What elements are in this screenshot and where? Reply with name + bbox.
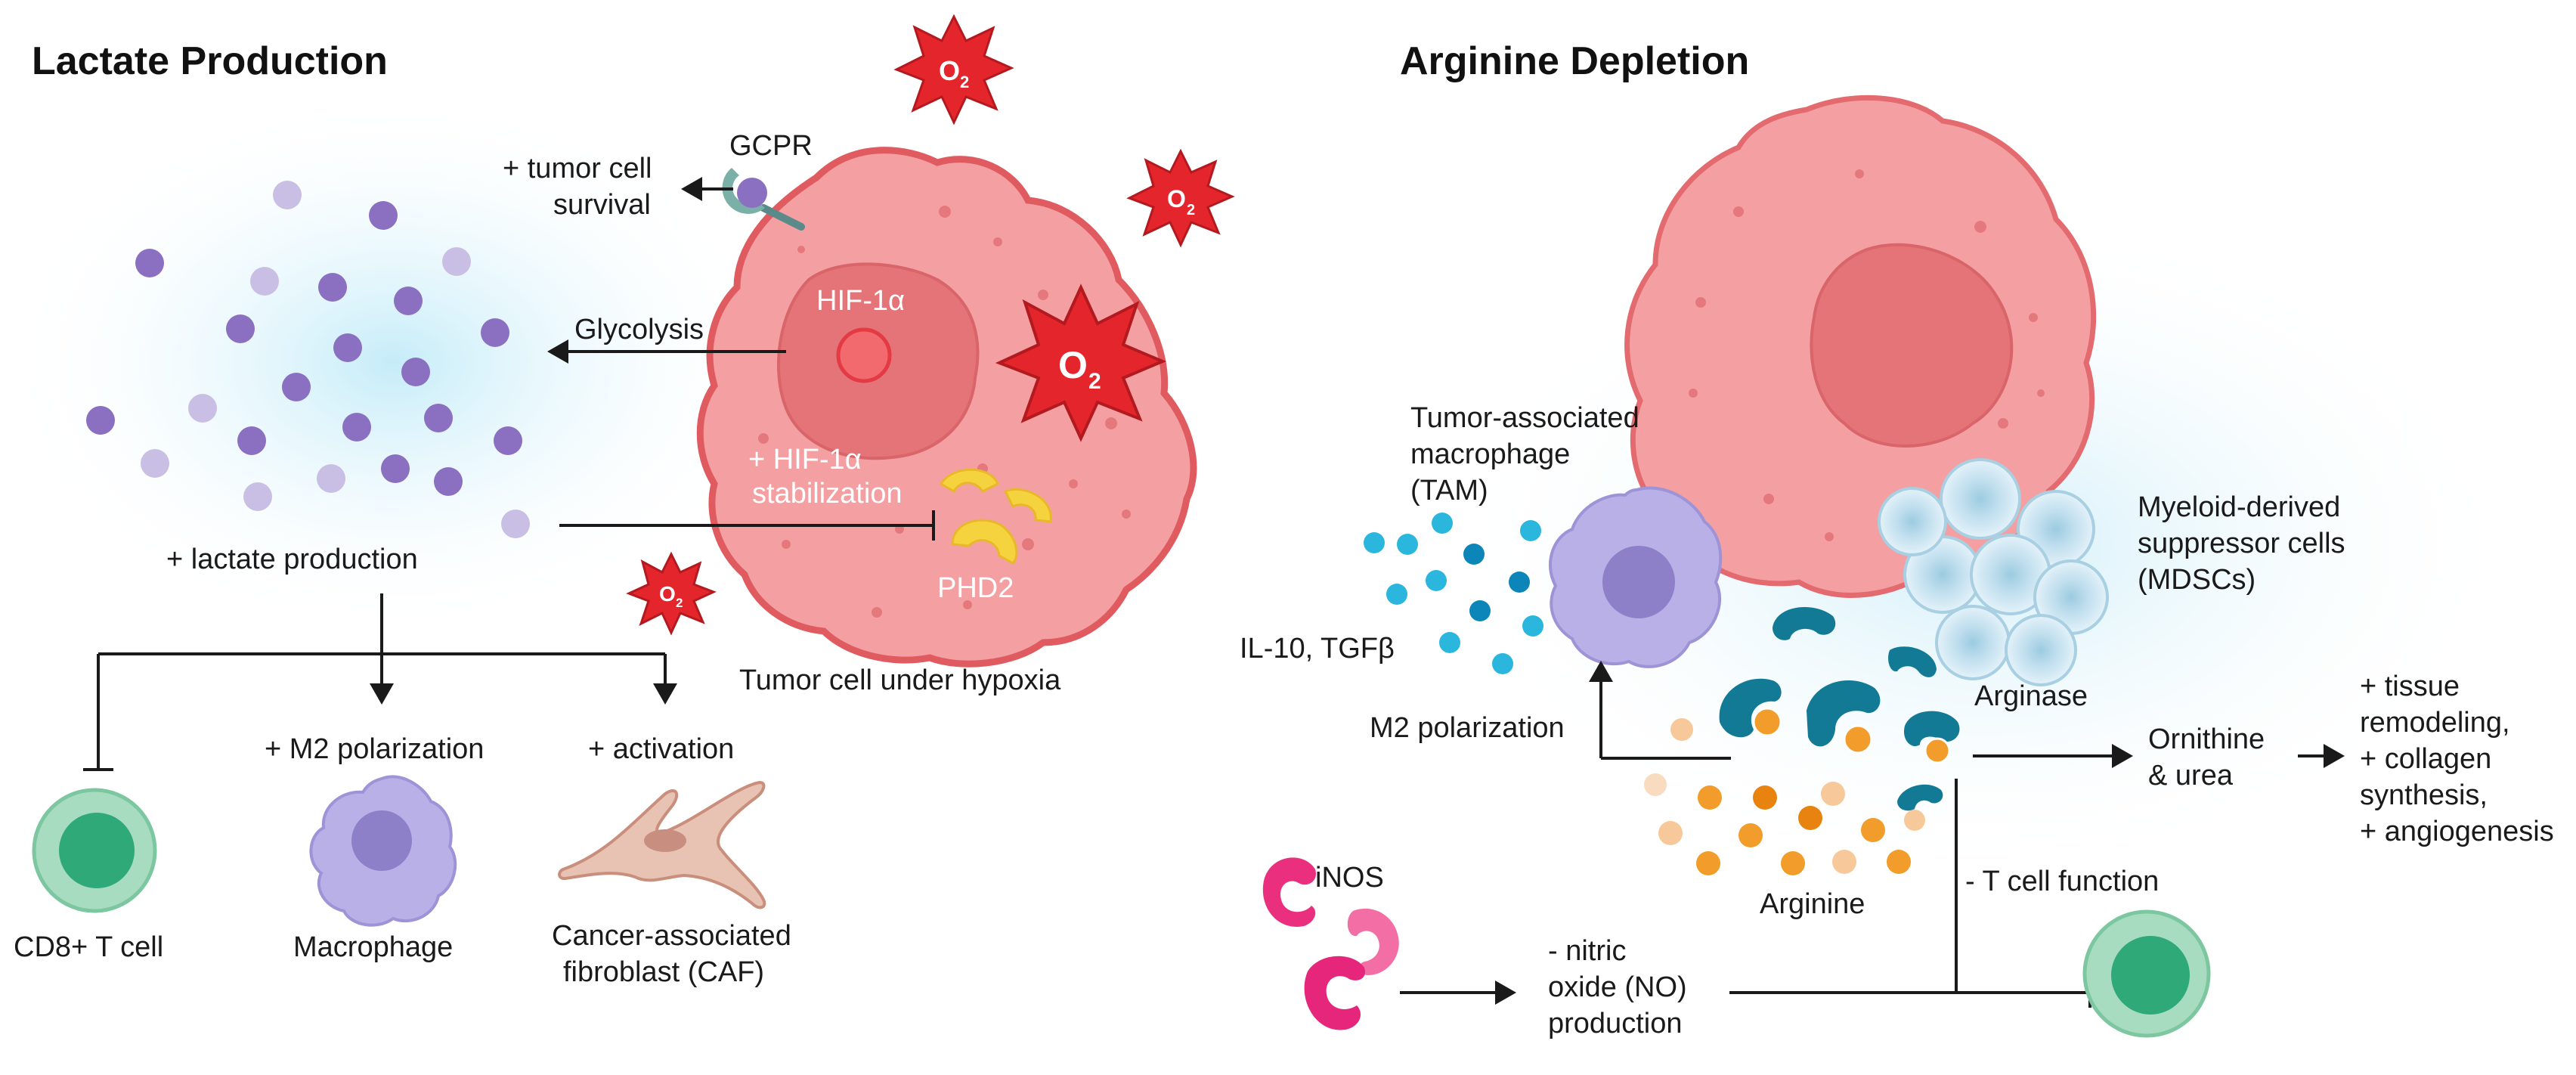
m2-polarization-arrow — [1589, 661, 1731, 760]
hif-stabilization-line1: + HIF-1α — [748, 444, 862, 476]
superoxide-star-icon: O 2 — [893, 14, 1014, 125]
hif-stabilization-line2: stabilization — [752, 478, 903, 510]
ornithine-label-line2: & urea — [2148, 760, 2234, 792]
phd2-label: PHD2 — [937, 572, 1014, 604]
superoxide-text: O — [1167, 185, 1186, 212]
mdsc-label-line2: suppressor cells — [2138, 528, 2345, 559]
effects-line1: + tissue — [2360, 671, 2460, 702]
cd8-t-cell-label: CD8+ T cell — [14, 931, 163, 963]
gcpr-label: GCPR — [729, 130, 813, 162]
macrophage-icon — [309, 775, 457, 927]
t-cell-function-label: - T cell function — [1965, 866, 2159, 897]
activation-label: + activation — [588, 733, 734, 765]
arginase-label: Arginase — [1974, 680, 2088, 712]
effects-line5: + angiogenesis — [2360, 816, 2554, 847]
tam-label-line2: macrophage — [1410, 438, 1570, 470]
caf-label-line1: Cancer-associated — [552, 920, 791, 952]
superoxide-subscript: 2 — [1187, 202, 1195, 218]
m2-polarization-label: + M2 polarization — [265, 733, 484, 765]
mdsc-label-line1: Myeloid-derived — [2138, 491, 2340, 523]
caf-fibroblast-icon — [558, 780, 766, 909]
tam-label-line1: Tumor-associated — [1410, 402, 1639, 434]
lactate-molecules — [86, 181, 530, 538]
superoxide-subscript: 2 — [960, 73, 969, 91]
lactate-panel-title: Lactate Production — [32, 39, 388, 83]
cytokines-label: IL-10, TGFβ — [1240, 633, 1395, 665]
survival-label-line1: + tumor cell — [503, 153, 652, 184]
m2-polarization-label-right: M2 polarization — [1370, 712, 1565, 744]
macrophage-label: Macrophage — [293, 931, 453, 963]
effects-line2: remodeling, — [2360, 707, 2510, 739]
arginine-label: Arginine — [1760, 888, 1865, 920]
cd8-t-cell-icon — [32, 788, 157, 913]
hypoxic-tumor-cell — [696, 147, 1197, 668]
superoxide-subscript: 2 — [676, 596, 683, 610]
lactate-effects-arrows — [83, 593, 677, 771]
effects-line3: + collagen — [2360, 743, 2491, 775]
t-cell-icon-right — [2082, 909, 2211, 1038]
no-label-line2: oxide (NO) — [1548, 971, 1687, 1003]
superoxide-star-icon: O 2 — [626, 551, 717, 636]
arginase-enzyme-icons — [1719, 607, 1960, 811]
mdsc-label-line3: (MDSCs) — [2138, 564, 2256, 596]
no-label-line3: production — [1548, 1008, 1682, 1039]
lactate-production-label: + lactate production — [166, 544, 418, 575]
hif1a-label: HIF-1α — [816, 285, 905, 317]
caf-label-line2: fibroblast (CAF) — [563, 956, 764, 988]
ornithine-label-line1: Ornithine — [2148, 723, 2265, 755]
inos-label: iNOS — [1315, 862, 1384, 894]
gcpr-receptor-icon — [722, 168, 805, 231]
tumor-cell-label: Tumor cell under hypoxia — [739, 665, 1061, 696]
glycolysis-label: Glycolysis — [574, 314, 704, 345]
survival-label-line2: survival — [553, 189, 651, 221]
superoxide-subscript: 2 — [1088, 369, 1101, 394]
superoxide-text: O — [939, 55, 960, 86]
superoxide-text: O — [1058, 344, 1088, 386]
phd2-enzyme-icon — [939, 468, 1052, 565]
effects-line4: synthesis, — [2360, 779, 2488, 811]
arginine-panel-title: Arginine Depletion — [1400, 39, 1749, 83]
superoxide-star-icon: O 2 — [1126, 148, 1235, 248]
arginine-molecules — [1644, 707, 1951, 875]
tam-label-line3: (TAM) — [1410, 475, 1488, 507]
no-label-line1: - nitric — [1548, 935, 1626, 967]
cytokine-molecules — [1364, 513, 1543, 674]
superoxide-text: O — [659, 582, 676, 606]
lactate-glow — [0, 91, 786, 635]
inos-enzyme-icons — [1262, 857, 1399, 1030]
mdsc-cluster-icon — [1878, 458, 2109, 686]
superoxide-star-icon: O 2 — [995, 283, 1167, 442]
